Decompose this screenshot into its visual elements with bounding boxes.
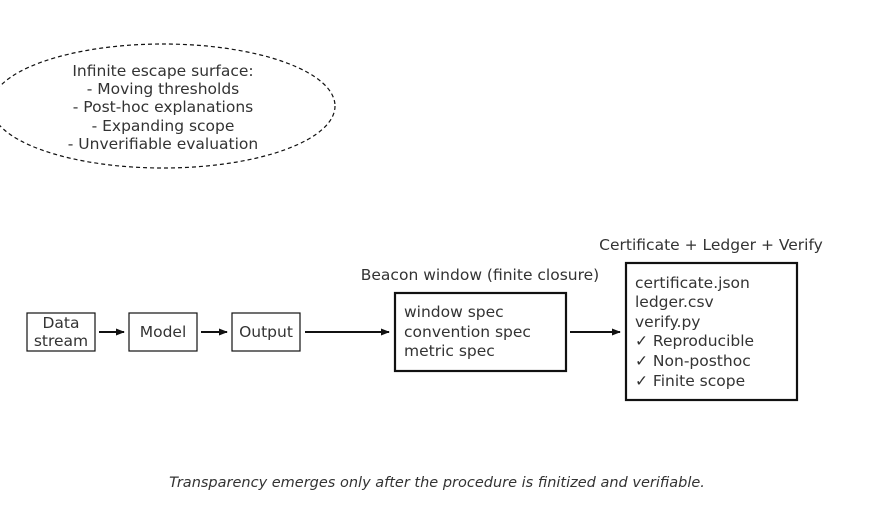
model-box [128, 312, 198, 352]
data-stream-box [26, 312, 96, 352]
escape-surface-line: Infinite escape surface: [72, 62, 253, 80]
beacon-window-box [393, 291, 568, 373]
caption: Transparency emerges only after the proc… [169, 475, 705, 491]
certificate-line: certificate.json [635, 274, 750, 292]
model-label: Model [140, 323, 187, 341]
escape-surface-line: - Unverifiable evaluation [68, 135, 258, 153]
certificate-title: Certificate + Ledger + Verify [599, 236, 823, 254]
certificate-check-line: ✓ Non-posthoc [635, 352, 751, 370]
certificate-box [624, 261, 799, 402]
beacon-spec-line: convention spec [404, 323, 531, 341]
certificate-node: Certificate + Ledger + Verify certificat… [599, 236, 823, 402]
escape-surface-line: - Post-hoc explanations [73, 98, 253, 116]
certificate-check-line: ✓ Reproducible [635, 332, 754, 350]
certificate-check-line: ✓ Finite scope [635, 372, 745, 390]
data-stream-label-line2: stream [34, 332, 88, 350]
output-node: Output [231, 312, 301, 352]
output-box [231, 312, 301, 352]
data-stream-label-line1: Data [42, 314, 79, 332]
beacon-spec-line: metric spec [404, 342, 495, 360]
data-stream-node: Data stream [26, 312, 96, 352]
certificate-line: ledger.csv [635, 293, 714, 311]
escape-surface-ellipse [0, 43, 336, 169]
model-node: Model [128, 312, 198, 352]
output-label: Output [239, 323, 293, 341]
beacon-window-title: Beacon window (finite closure) [361, 266, 599, 284]
beacon-window-node: Beacon window (finite closure) window sp… [361, 266, 599, 373]
certificate-line: verify.py [635, 313, 700, 331]
escape-surface-line: - Moving thresholds [87, 80, 240, 98]
escape-surface: Infinite escape surface: - Moving thresh… [0, 43, 336, 169]
escape-surface-line: - Expanding scope [92, 117, 235, 135]
beacon-spec-line: window spec [404, 303, 504, 321]
